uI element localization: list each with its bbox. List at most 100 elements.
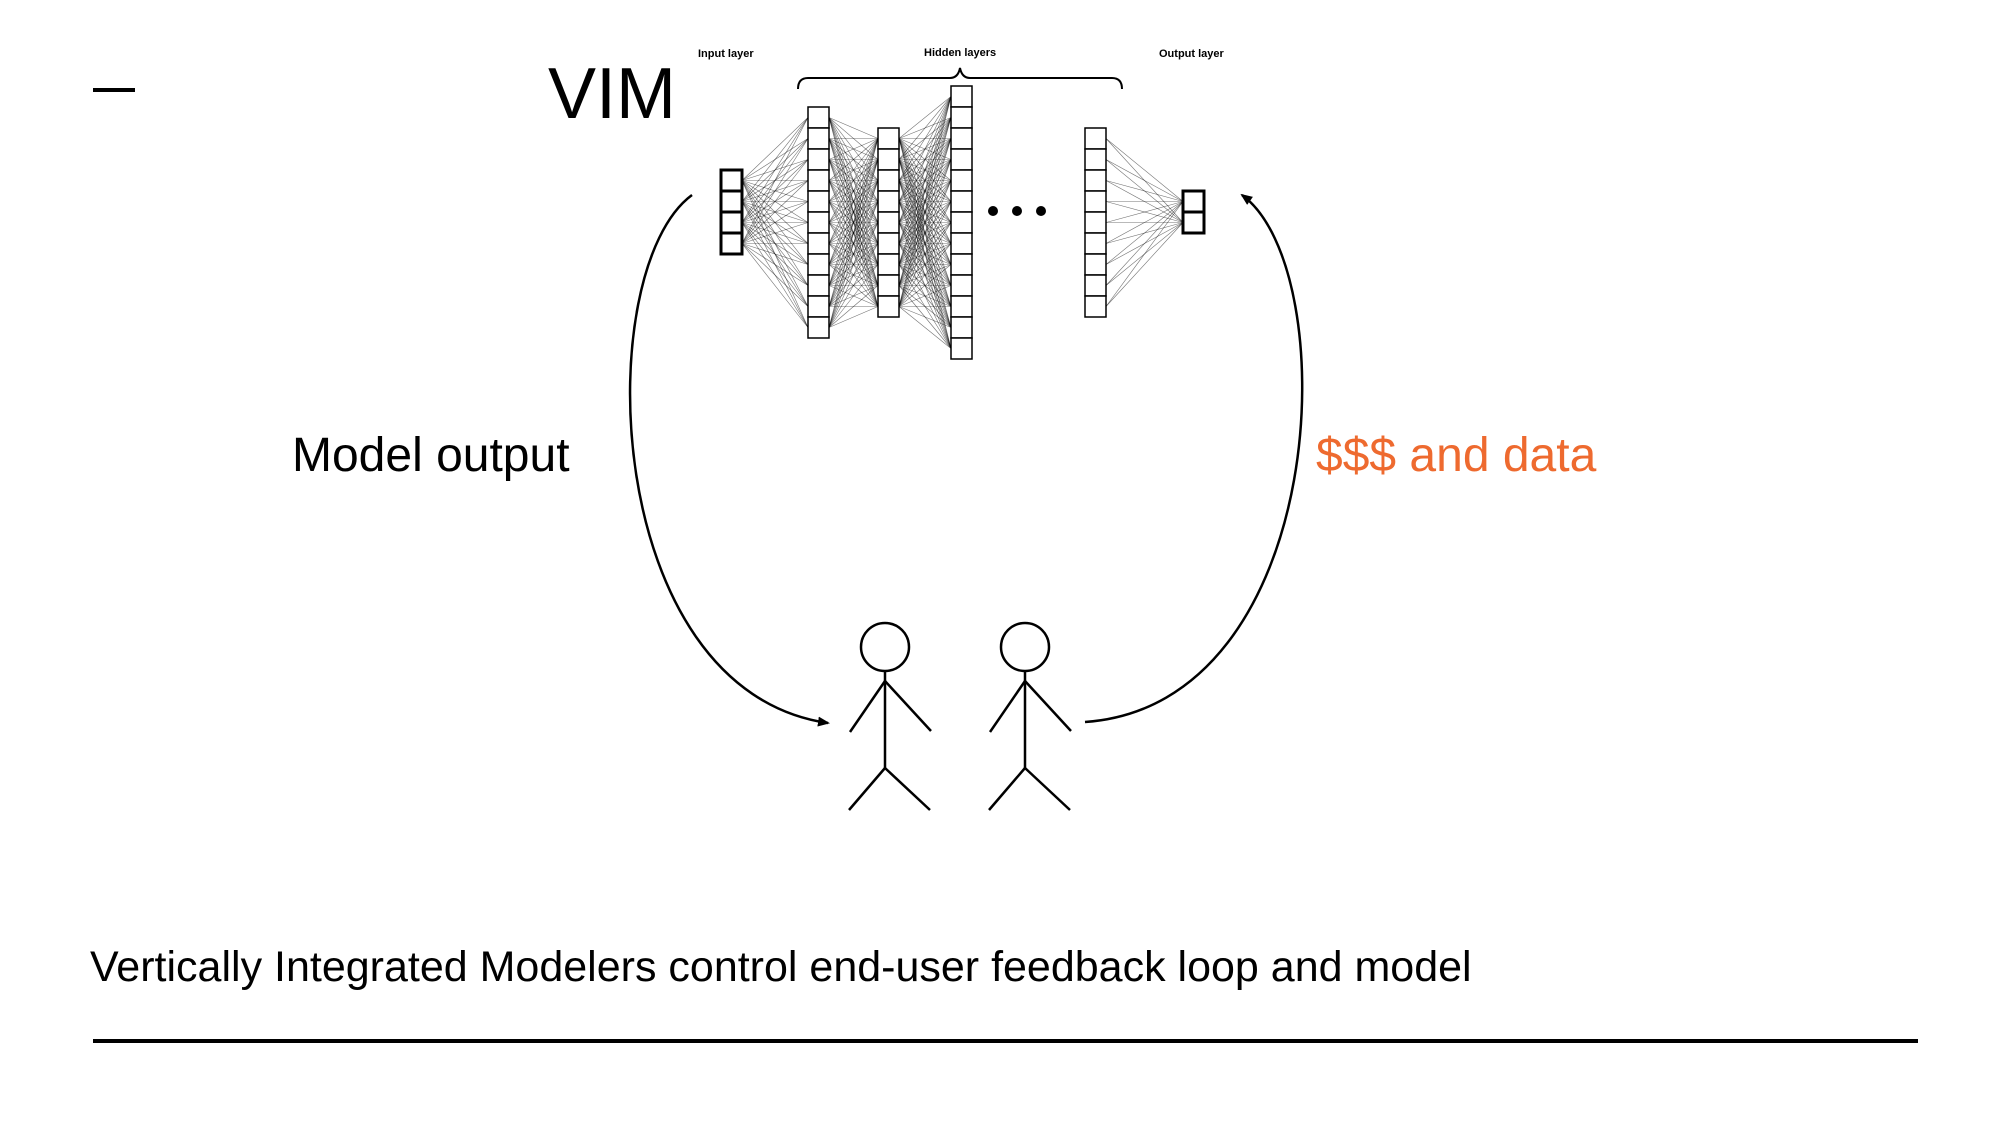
network-edge [741,243,809,265]
neuron [807,211,830,234]
neuron [877,148,900,171]
neuron [807,127,830,150]
network-edge [828,138,879,244]
neuron [950,253,973,276]
network-edge [828,138,879,181]
neuron [807,274,830,297]
network-edge [828,285,879,328]
neuron [950,190,973,213]
network-edge [828,117,879,139]
network-edge [898,138,952,307]
network-edge [741,243,809,286]
network-edge [898,96,952,265]
neuron [877,274,900,297]
neuron [1084,274,1107,297]
hidden-layers-brace [797,67,1123,90]
network-edge [828,201,879,328]
neuron [1084,169,1107,192]
neuron [1084,127,1107,150]
network-edge [1105,201,1184,265]
network-edge [898,201,952,307]
network-edge [828,138,879,223]
neuron [807,253,830,276]
neuron [950,106,973,129]
neuron [950,127,973,150]
network-edge [828,138,879,307]
network-connections [741,96,1184,349]
network-edge [898,264,952,307]
network-edge [741,117,809,181]
neuron [950,148,973,171]
network-edge [898,306,952,328]
network-edge [828,159,879,328]
neuron [807,169,830,192]
slide-caption: Vertically Integrated Modelers control e… [90,943,1472,991]
hidden-layers-label: Hidden layers [924,47,997,59]
neuron [877,190,900,213]
neuron [1084,253,1107,276]
network-edge [1105,201,1184,244]
hidden-layer-last [1084,127,1107,318]
end-user-figure-right [988,621,1072,811]
network-edge [1105,201,1184,286]
neuron [719,168,744,193]
hidden-layer-3 [950,85,973,360]
neuron [950,274,973,297]
title-dash [93,88,135,92]
neuron [807,295,830,318]
bottom-rule [93,1039,1918,1043]
neuron [950,295,973,318]
network-edge [741,222,809,244]
network-edge [741,201,809,244]
output-layer-label: Output layer [1159,48,1224,60]
input-layer [719,168,744,256]
network-edge [1105,201,1184,223]
network-edge [898,222,952,307]
network-edge [741,159,809,244]
neuron [719,231,744,256]
network-edge [898,96,952,307]
neuron [877,169,900,192]
money-and-data-arrow [1084,193,1304,724]
hidden-layers-ellipsis [988,206,1046,216]
neuron [877,211,900,234]
network-edge [828,138,879,202]
hidden-layer-2 [877,127,900,318]
neuron [1084,232,1107,255]
network-edge [741,243,809,328]
network-edge [1105,159,1184,202]
slide-title: VIM [548,54,677,134]
output-layer [1181,189,1206,235]
network-edge [898,96,952,139]
neuron [1084,295,1107,318]
network-edge [1105,201,1184,307]
neuron [950,316,973,339]
neuron [1084,148,1107,171]
network-edge [898,180,952,307]
neuron [807,148,830,171]
neuron [950,211,973,234]
network-edge [828,138,879,286]
neuron [950,85,973,108]
network-edge [828,306,879,328]
money-and-data-label: $$$ and data [1316,429,1597,482]
network-edge [898,96,952,244]
network-edge [741,180,809,244]
network-edge [828,243,879,328]
neuron [807,316,830,339]
neuron [1084,190,1107,213]
network-edge [828,138,879,160]
neuron [719,189,744,214]
network-edge [828,138,879,328]
input-layer-label: Input layer [698,48,754,60]
network-edge [1105,180,1184,202]
network-edge [898,96,952,286]
network-edge [898,306,952,349]
neuron [719,210,744,235]
neuron [1084,211,1107,234]
network-edge [741,117,809,202]
network-edge [1105,222,1184,307]
network-edge [741,117,809,244]
network-edge [898,285,952,307]
